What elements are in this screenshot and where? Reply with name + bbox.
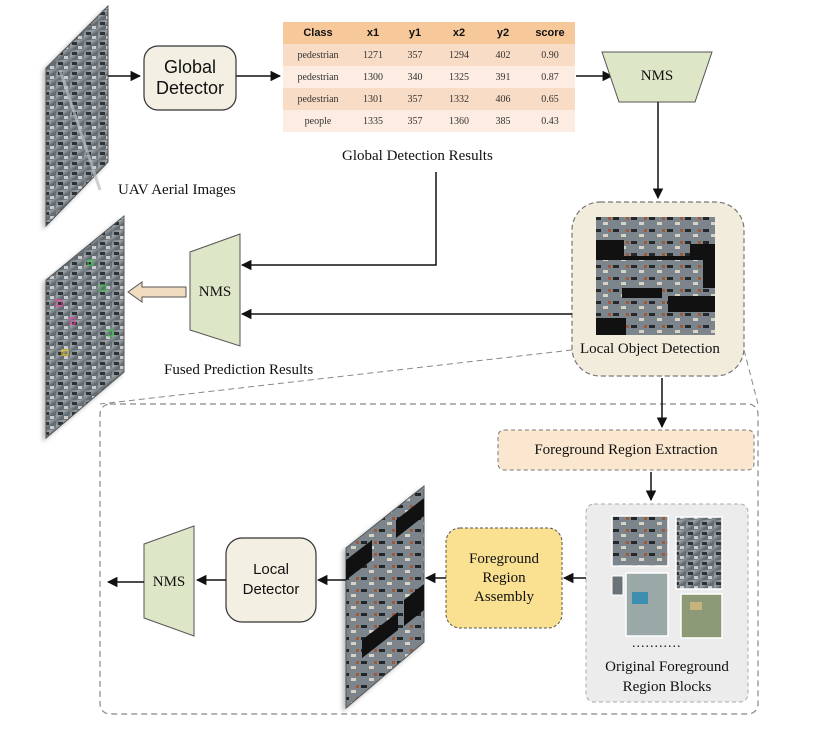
fra-box: Foreground Region Assembly <box>446 528 562 628</box>
table-cell: 406 <box>481 88 525 110</box>
global-detection-table: Class x1 y1 x2 y2 score pedestrian 1271 … <box>283 22 575 132</box>
table-row: pedestrian 1301 357 1332 406 0.65 <box>283 88 575 110</box>
table-cell: pedestrian <box>283 66 353 88</box>
fre-box-shape <box>497 429 755 471</box>
uav-images-label: UAV Aerial Images <box>118 182 236 198</box>
table-cell: pedestrian <box>283 88 353 110</box>
local-detector-line1: Local <box>253 561 289 578</box>
nms-top-shape <box>601 51 713 103</box>
table-cell: 0.90 <box>525 44 575 66</box>
table-cell: 1300 <box>353 66 393 88</box>
table-header-cell: x1 <box>353 22 393 44</box>
table-cell: 357 <box>393 88 437 110</box>
fra-box-shape <box>445 527 563 629</box>
local-detection-mosaic <box>596 217 715 335</box>
table-cell: 402 <box>481 44 525 66</box>
global-detector-line1: Global <box>163 57 217 77</box>
table-header-cell: y2 <box>481 22 525 44</box>
fused-prediction-image <box>45 214 125 440</box>
fused-detection-boxes <box>55 259 114 356</box>
table-cell: 1335 <box>353 110 393 132</box>
global-detector-shape <box>143 45 237 111</box>
table-cell: 357 <box>393 44 437 66</box>
global-detection-results-label: Global Detection Results <box>342 148 493 164</box>
table-cell: 357 <box>393 110 437 132</box>
table-row: pedestrian 1271 357 1294 402 0.90 <box>283 44 575 66</box>
fra-line2: Region <box>482 569 526 586</box>
table-cell: 0.43 <box>525 110 575 132</box>
table-header-cell: Class <box>283 22 353 44</box>
nms-bottom-shape <box>143 525 195 637</box>
table-cell: 1271 <box>353 44 393 66</box>
uav-aerial-image <box>45 4 109 228</box>
table-header-row: Class x1 y1 x2 y2 score <box>283 22 575 44</box>
fra-line1: Foreground <box>469 550 539 567</box>
table-cell: 1332 <box>437 88 481 110</box>
table-header-cell: y1 <box>393 22 437 44</box>
table-cell: 1301 <box>353 88 393 110</box>
table-row: pedestrian 1300 340 1325 391 0.87 <box>283 66 575 88</box>
table-cell: 385 <box>481 110 525 132</box>
original-blocks-label: Original Foreground Region Blocks <box>586 656 748 698</box>
original-blocks-images <box>611 515 723 639</box>
nms-bottom-label: NMS <box>152 573 186 590</box>
blocks-ellipsis: ........... <box>632 636 682 651</box>
nms-fused-label: NMS <box>198 283 232 300</box>
zoom-guide-right <box>743 349 759 405</box>
local-object-detection-label: Local Object Detection <box>580 341 720 357</box>
local-detector: Local Detector <box>226 538 316 622</box>
table-cell: 340 <box>393 66 437 88</box>
table-cell: 1360 <box>437 110 481 132</box>
global-detector-line2: Detector <box>155 78 225 98</box>
arrow-global-results-to-fused-nms <box>240 172 437 271</box>
original-blocks-line2: Region Blocks <box>622 679 712 695</box>
fused-prediction-label: Fused Prediction Results <box>164 362 314 378</box>
zoom-guide-left <box>99 349 573 405</box>
uav-image-road <box>58 69 102 191</box>
local-detector-line2: Detector <box>242 581 300 598</box>
table-cell: people <box>283 110 353 132</box>
assembled-image-masks <box>346 498 424 658</box>
table-header-cell: score <box>525 22 575 44</box>
block-arrow-to-fused-image <box>127 281 187 303</box>
table-header-cell: x2 <box>437 22 481 44</box>
original-blocks-line1: Original Foreground <box>605 659 729 675</box>
table-row: people 1335 357 1360 385 0.43 <box>283 110 575 132</box>
nms-fused-shape <box>189 233 241 347</box>
table-cell: 1294 <box>437 44 481 66</box>
table-cell: 0.87 <box>525 66 575 88</box>
nms-top-label: NMS <box>640 67 674 84</box>
table-cell: 0.65 <box>525 88 575 110</box>
table-cell: 391 <box>481 66 525 88</box>
global-detector: Global Detector <box>144 46 236 110</box>
fre-box: Foreground Region Extraction <box>534 441 718 458</box>
table-cell: 1325 <box>437 66 481 88</box>
fra-line3: Assembly <box>474 588 534 605</box>
table-cell: pedestrian <box>283 44 353 66</box>
